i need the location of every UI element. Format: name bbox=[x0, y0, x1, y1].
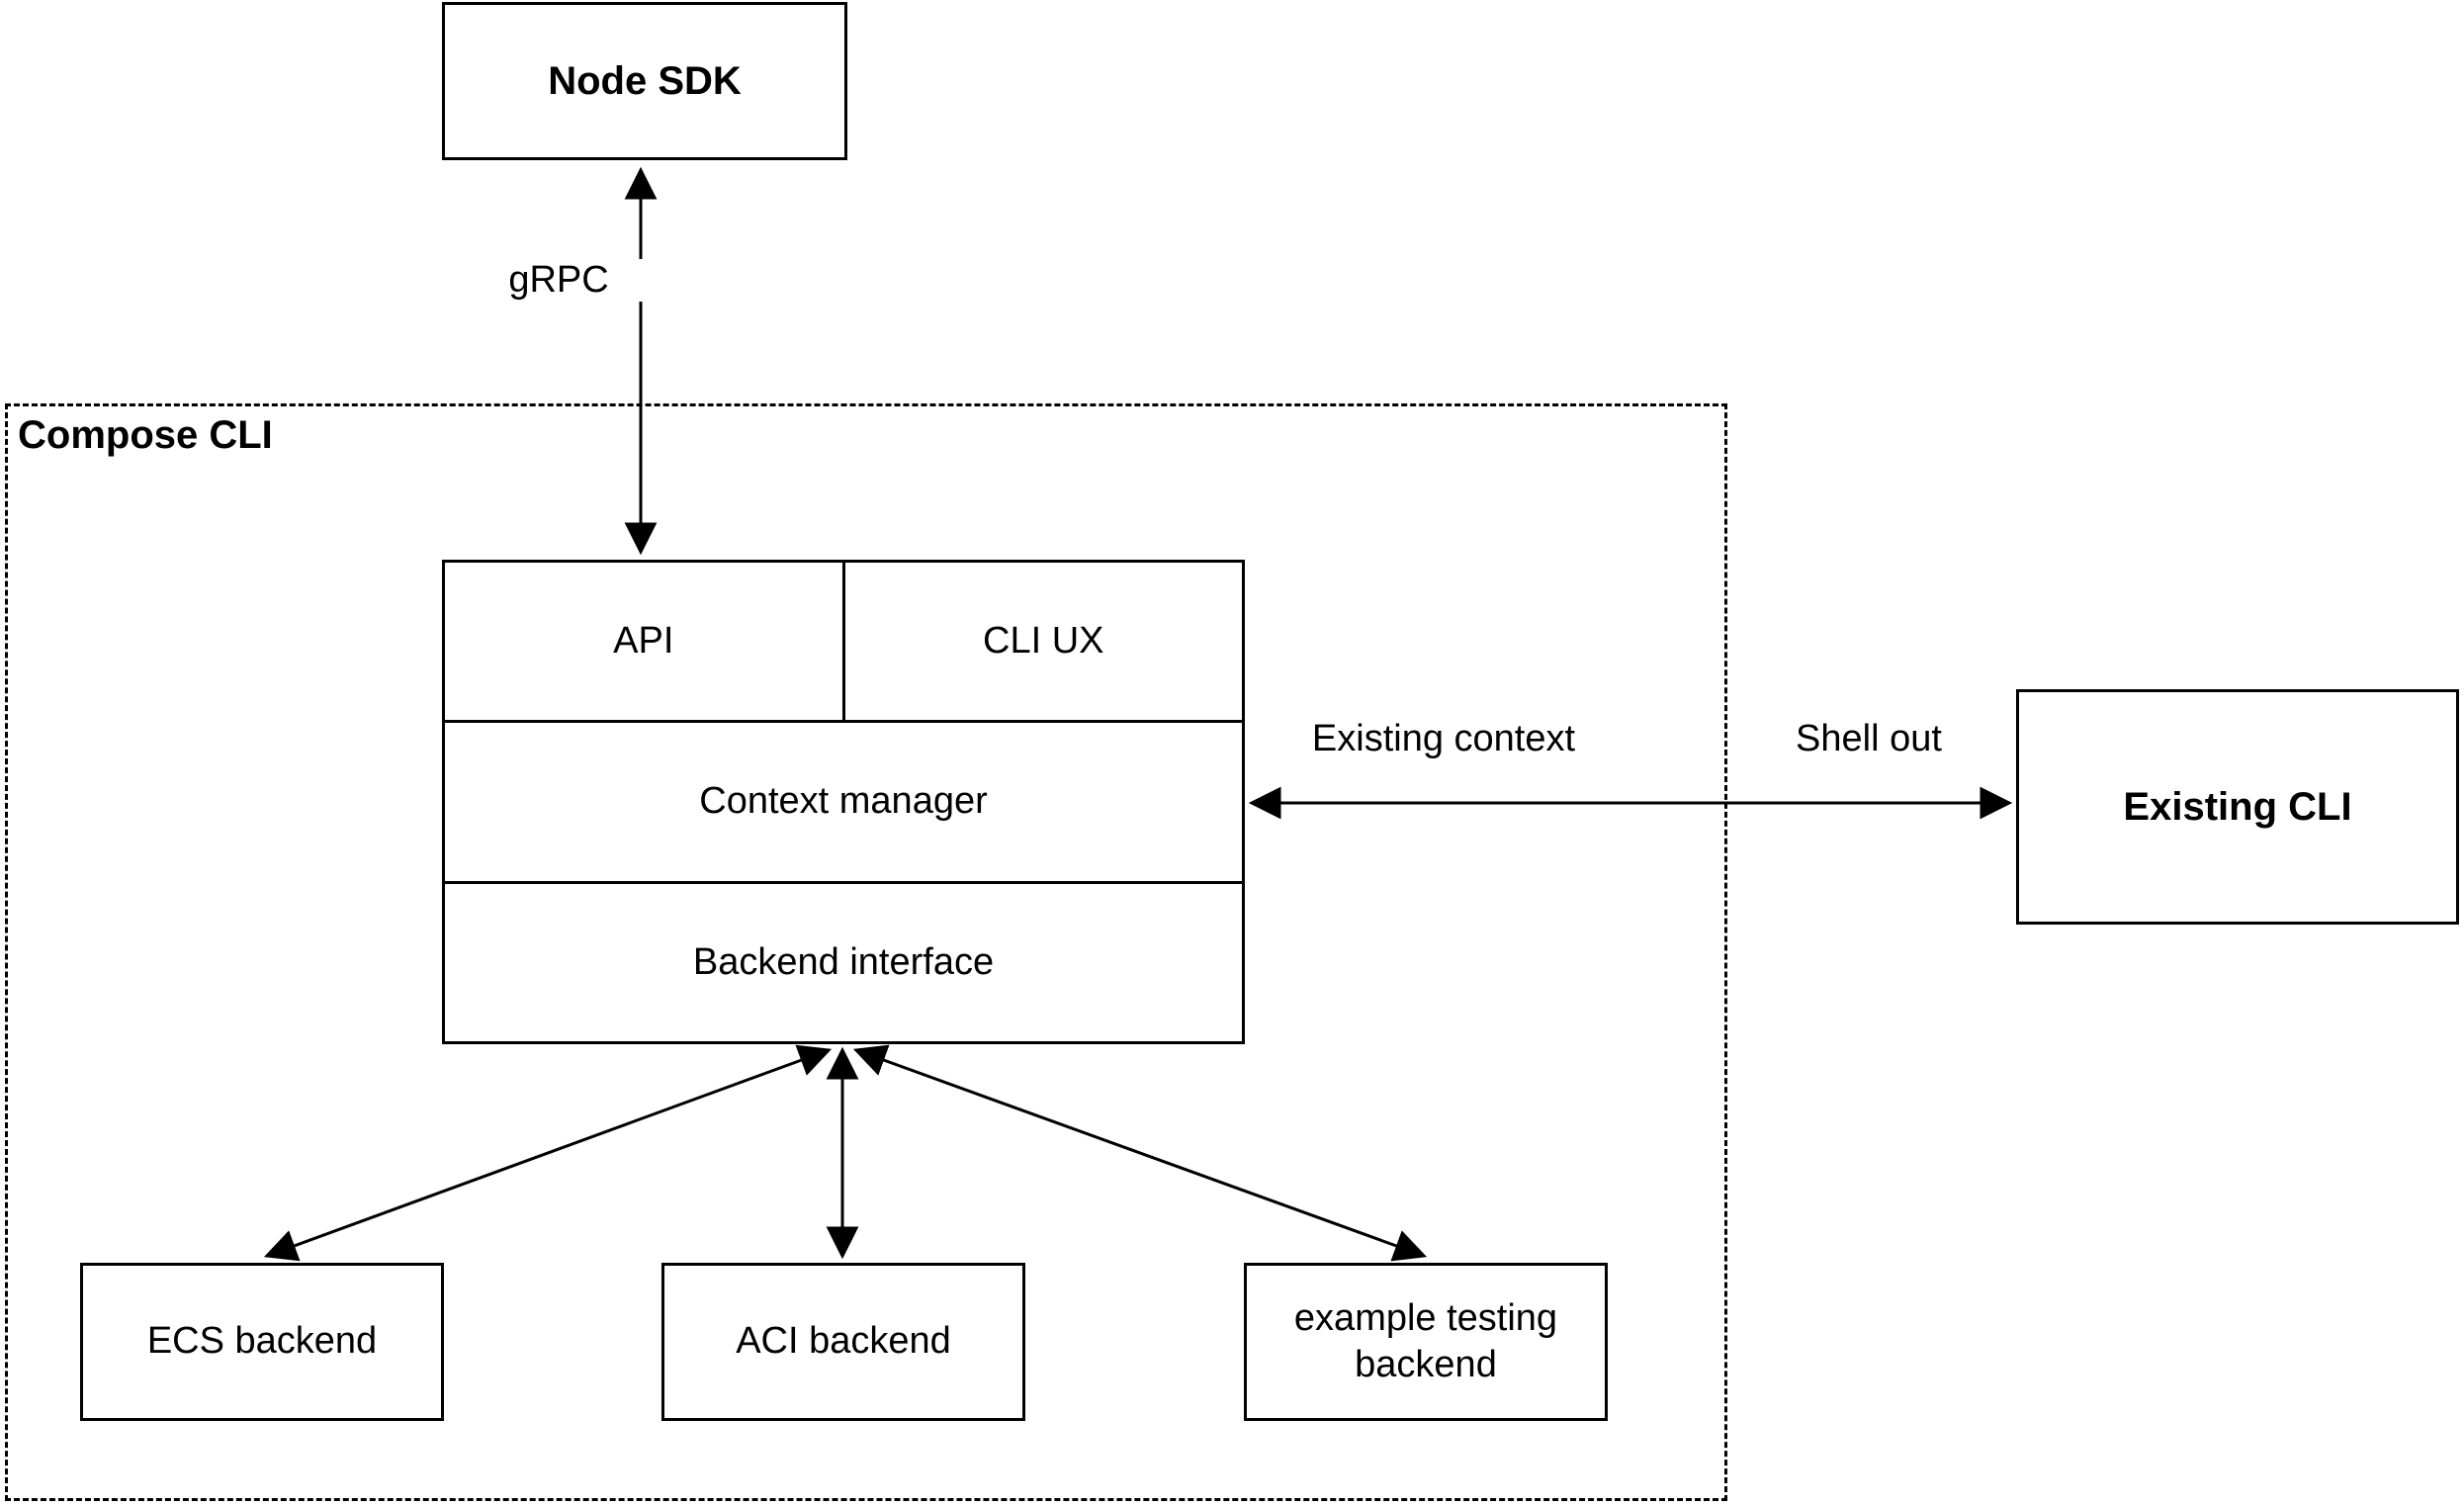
example-testing-backend-label: example testing backend bbox=[1293, 1296, 1558, 1386]
existing-context-edge-label: Existing context bbox=[1266, 718, 1622, 760]
ecs-backend-box: ECS backend bbox=[80, 1263, 444, 1421]
shell-out-edge-label: Shell out bbox=[1740, 718, 1997, 760]
cli-ux-label: CLI UX bbox=[983, 620, 1104, 663]
example-testing-backend-box: example testing backend bbox=[1244, 1263, 1608, 1421]
existing-cli-box: Existing CLI bbox=[2016, 689, 2459, 925]
ecs-backend-label: ECS backend bbox=[146, 1320, 378, 1363]
grpc-edge-label: gRPC bbox=[455, 259, 662, 302]
api-label: API bbox=[613, 620, 674, 663]
cli-ux-cell: CLI UX bbox=[845, 563, 1243, 720]
compose-cli-group-label: Compose CLI bbox=[12, 413, 279, 458]
backend-interface-cell: Backend interface bbox=[445, 884, 1242, 1041]
compose-cli-core-box: API CLI UX Context manager Backend inter… bbox=[442, 560, 1245, 1044]
existing-cli-label: Existing CLI bbox=[2123, 785, 2352, 829]
aci-backend-label: ACI backend bbox=[736, 1320, 951, 1363]
backend-interface-label: Backend interface bbox=[692, 940, 995, 983]
compose-cli-group bbox=[5, 403, 1727, 1501]
node-sdk-label: Node SDK bbox=[548, 59, 742, 103]
context-manager-cell: Context manager bbox=[445, 723, 1242, 884]
aci-backend-box: ACI backend bbox=[661, 1263, 1025, 1421]
api-cell: API bbox=[445, 563, 845, 721]
context-manager-label: Context manager bbox=[699, 780, 988, 823]
top-row: API CLI UX bbox=[445, 563, 1243, 724]
node-sdk-box: Node SDK bbox=[442, 2, 847, 160]
